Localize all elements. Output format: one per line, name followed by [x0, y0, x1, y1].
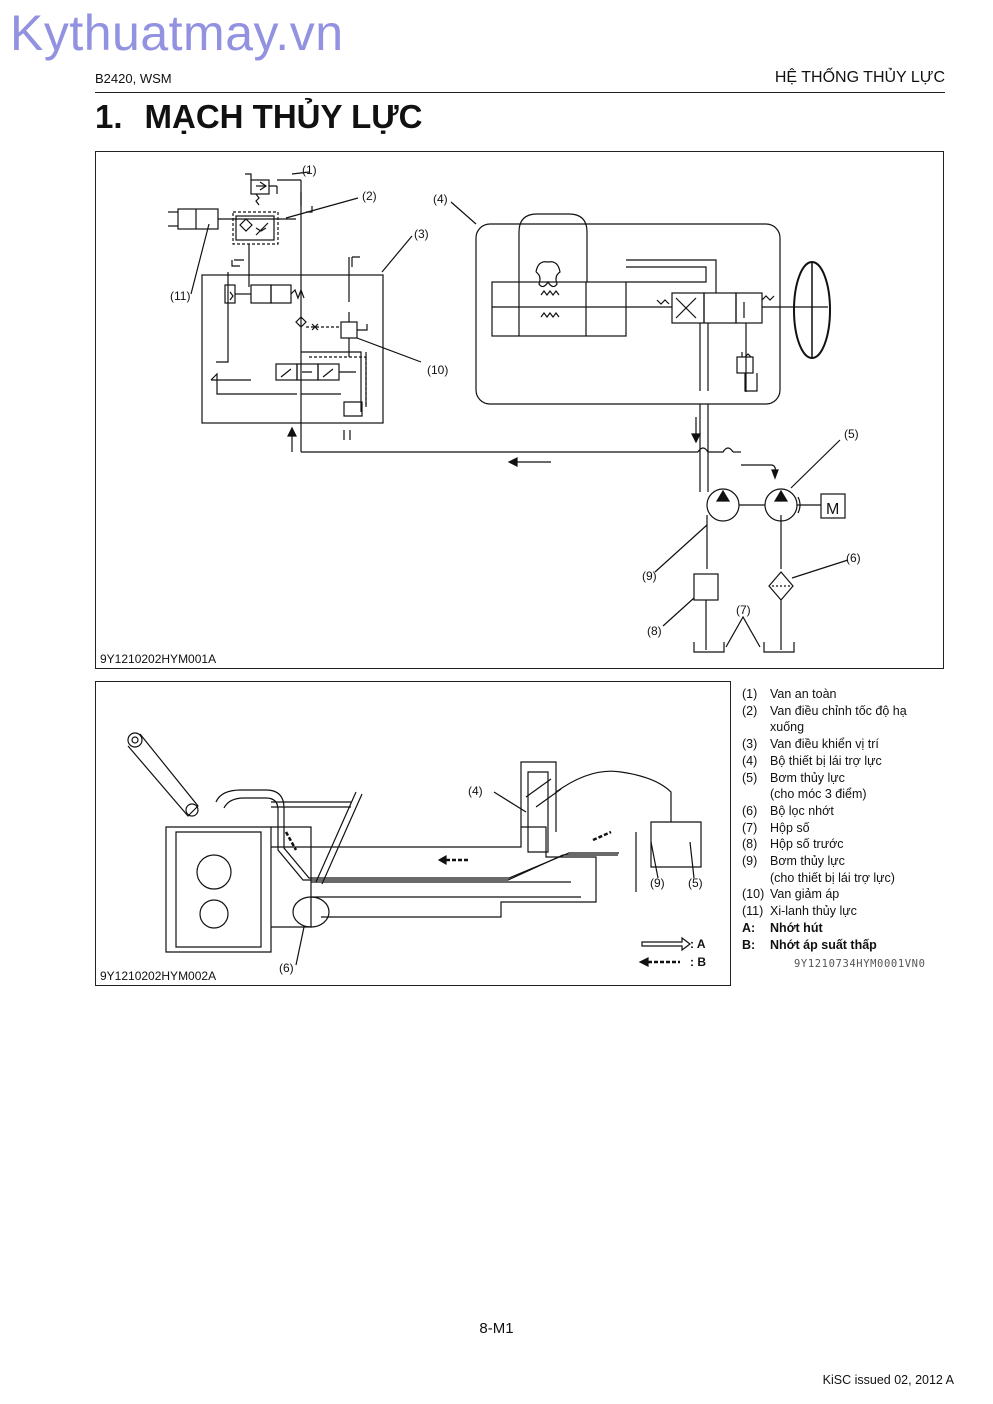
motor-symbol: M — [826, 501, 839, 518]
legend-text: (cho móc 3 điểm) — [770, 787, 867, 802]
legend-text: Xi-lanh thủy lực — [770, 904, 857, 919]
legend-key — [742, 870, 770, 887]
callout-labels: (1) (2) (3) (4) (5) (6) (7) (8) (9) (10)… — [170, 163, 861, 638]
callout-8: (8) — [647, 624, 662, 638]
callout-2: (2) — [362, 189, 377, 203]
legend-item: (9) Bơm thủy lực — [742, 853, 967, 870]
callout-9: (9) — [642, 569, 657, 583]
legend-key — [742, 786, 770, 803]
callout-1: (1) — [302, 163, 317, 177]
fig2-callout-6: (6) — [279, 961, 294, 975]
legend-key — [742, 719, 770, 736]
legend-key: B: — [742, 937, 756, 952]
hydraulic-circuit-diagram — [168, 171, 849, 653]
legend-item: (6) Bộ lọc nhớt — [742, 803, 967, 820]
legend-item: (2) Van điều chỉnh tốc độ hạ — [742, 703, 967, 720]
legend-text: Bộ lọc nhớt — [770, 803, 834, 818]
legend-key: A: — [742, 920, 756, 935]
fig2-callout-5: (5) — [688, 876, 703, 890]
figure1-id: 9Y1210202HYM001A — [100, 652, 217, 666]
legend-text: Van điều khiển vị trí — [770, 737, 879, 752]
legend-key: (6) — [742, 803, 758, 818]
legend-key: (9) — [742, 854, 758, 869]
callout-3: (3) — [414, 227, 429, 241]
legend-text: Van giảm áp — [770, 887, 840, 902]
legend-text: Van an toàn — [770, 687, 837, 701]
legend-text: Nhớt áp suất thấp — [770, 937, 877, 952]
watermark: Kythuatmay.vn — [10, 5, 344, 61]
callout-11: (11) — [170, 289, 190, 303]
legend-text: Hộp số — [770, 820, 810, 835]
legend-key: (3) — [742, 737, 758, 752]
legend-text: Nhớt hút — [770, 920, 823, 935]
title-number: 1. — [95, 98, 123, 135]
legend-text: Bơm thủy lực — [770, 770, 845, 785]
legend-key: (11) — [742, 904, 764, 919]
legend-key: (8) — [742, 837, 758, 852]
legend-item: (4) Bộ thiết bị lái trợ lực — [742, 753, 967, 770]
callout-10: (10) — [427, 363, 448, 377]
title-text: MẠCH THỦY LỰC — [144, 98, 423, 135]
legend-key: (7) — [742, 820, 758, 835]
legend-text: Van điều chỉnh tốc độ hạ — [770, 703, 907, 718]
tractor-layout-drawing — [127, 732, 702, 967]
legend-text: Bộ thiết bị lái trợ lực — [770, 753, 882, 768]
header-rule — [95, 92, 945, 93]
legend-item: B: Nhớt áp suất thấp — [742, 937, 967, 954]
legend-text: Hộp số trước — [770, 837, 844, 852]
header-section: HỆ THỐNG THỦY LỰC — [774, 69, 945, 86]
fig2-callout-4: (4) — [468, 784, 483, 798]
fig2-callout-9: (9) — [650, 876, 665, 890]
legend-item: (1) Van an toàn — [742, 686, 967, 703]
legend-item: (cho thiết bị lái trợ lực) — [742, 870, 967, 887]
callout-5: (5) — [844, 427, 859, 441]
figure2-id: 9Y1210202HYM002A — [100, 969, 217, 983]
legend-item: (11) Xi-lanh thủy lực — [742, 903, 967, 920]
component-legend: (1) Van an toàn (2) Van điều chỉnh tốc độ h… — [742, 686, 967, 953]
legend-key: (1) — [742, 687, 758, 701]
legend-key: (4) — [742, 753, 758, 768]
legend-item: (10) Van giảm áp — [742, 886, 967, 903]
legend-text: Bơm thủy lực — [770, 854, 845, 869]
key-b-label: : B — [690, 955, 706, 969]
legend-item: (7) Hộp số — [742, 820, 967, 837]
legend-item: (3) Van điều khiển vị trí — [742, 736, 967, 753]
figure2-labels: (4) (9) (5) (6) : A : B — [279, 784, 706, 975]
doc-code: 9Y1210734HYM0001VN0 — [794, 958, 926, 970]
legend-item: (cho móc 3 điểm) — [742, 786, 967, 803]
callout-4: (4) — [433, 192, 448, 206]
callout-7: (7) — [736, 603, 751, 617]
issue-note: KiSC issued 02, 2012 A — [822, 1373, 954, 1387]
legend-key: (10) — [742, 887, 765, 902]
tractor-layout-figure: (4) (9) (5) (6) : A : B 9Y1210202HYM002A — [95, 681, 731, 986]
legend-key: (2) — [742, 703, 758, 718]
legend-text: xuống — [770, 720, 805, 735]
legend-item: (5) Bơm thủy lực — [742, 770, 967, 787]
header-model: B2420, WSM — [95, 71, 172, 86]
hydraulic-circuit-figure: (1) (2) (3) (4) (5) (6) (7) (8) (9) (10)… — [95, 151, 944, 669]
legend-text: (cho thiết bị lái trợ lực) — [770, 870, 895, 885]
page-title: 1. MẠCH THỦY LỰC — [95, 98, 422, 136]
callout-6: (6) — [846, 551, 861, 565]
legend-key: (5) — [742, 770, 758, 785]
legend-item: (8) Hộp số trước — [742, 836, 967, 853]
page-number: 8-M1 — [479, 1320, 514, 1337]
legend-item: A: Nhớt hút — [742, 920, 967, 937]
legend-item: xuống — [742, 719, 967, 736]
key-a-label: : A — [690, 937, 706, 951]
